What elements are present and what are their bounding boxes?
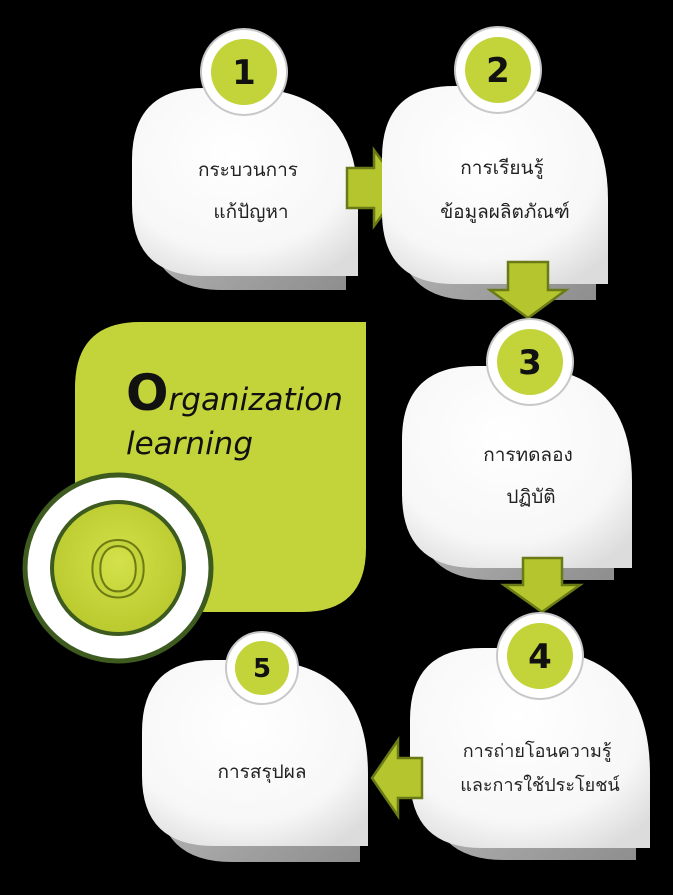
arrow-left-icon [370,735,424,821]
title-cap-letter: O [126,364,169,422]
step-3-line-1: การทดลอง [483,444,573,466]
step-4-label: การถ่ายโอนความรู้ และการใช้ประโยชน์ [460,740,620,796]
step-4-number: 4 [528,637,552,677]
step-5-number: 5 [253,654,271,684]
title-line-1: Organization [126,364,343,422]
step-3-number: 3 [518,343,542,383]
step-2-label: การเรียนรู้ ข้อมูลผลิตภัณฑ์ [440,157,570,223]
step-1: กระบวนการ แก้ปัญหา 1 [132,28,358,290]
step-5-card [142,660,368,846]
title-line-2: learning [126,426,253,462]
step-1-number: 1 [232,53,256,93]
title-line-1-rest: rganization [169,382,343,418]
logo-letter: O [88,526,148,615]
step-1-card [132,88,358,276]
step-2-card [382,86,608,284]
step-2-line-2: ข้อมูลผลิตภัณฑ์ [440,201,570,223]
arrow-down-icon [500,556,584,614]
step-2-number: 2 [486,51,510,91]
step-4-line-2: และการใช้ประโยชน์ [460,774,620,796]
step-5-line-1: การสรุปผล [217,761,306,784]
step-5: การสรุปผล 5 [142,631,368,862]
step-3-line-2: ปฏิบัติ [506,486,555,508]
step-1-label: กระบวนการ แก้ปัญหา [198,159,304,223]
step-2-line-1: การเรียนรู้ [460,157,543,179]
step-4-line-1: การถ่ายโอนความรู้ [463,740,612,762]
step-3-card [402,366,632,568]
step-3: การทดลอง ปฏิบัติ 3 [402,318,632,580]
step-2: การเรียนรู้ ข้อมูลผลิตภัณฑ์ 2 [382,26,608,300]
step-1-line-1: กระบวนการ [198,159,298,181]
step-1-line-2: แก้ปัญหา [213,201,288,223]
step-3-label: การทดลอง ปฏิบัติ [483,444,579,508]
arrow-down-icon [486,260,570,320]
logo-badge: O [22,472,214,664]
step-5-label: การสรุปผล [217,761,306,784]
step-4: การถ่ายโอนความรู้ และการใช้ประโยชน์ 4 [410,612,650,860]
step-4-card [410,648,650,848]
